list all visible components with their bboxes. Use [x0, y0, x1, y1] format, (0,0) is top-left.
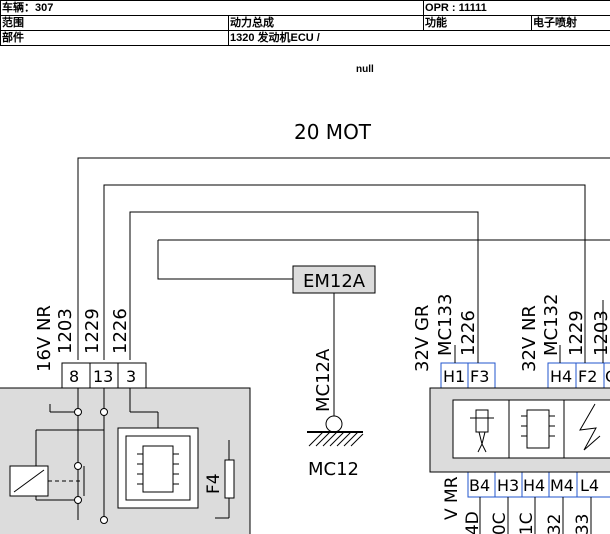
left-wire-label-3: 1229 — [82, 308, 103, 354]
bottom-pin-1: B4 — [469, 476, 490, 495]
bottom-wire-label-4: 01C — [517, 512, 537, 534]
ground-icon — [307, 431, 364, 447]
bottom-wire-label-2: 04D — [463, 511, 483, 534]
right2-pin-2: F2 — [578, 367, 597, 386]
right2-pin-3: G — [605, 367, 610, 386]
right1-wire-label-2: MC133 — [435, 294, 456, 356]
left-wire-label-4: 1226 — [110, 308, 131, 354]
wire-1226 — [129, 211, 479, 360]
right1-wire-label-3: 1226 — [458, 310, 479, 356]
part-label: 部件 — [0, 30, 229, 46]
wire-em12a-left — [157, 240, 293, 280]
injector-icon — [470, 409, 494, 453]
right1-wire-label-1: 32V GR — [412, 305, 433, 372]
bottom-wire-label-3: 00C — [490, 512, 510, 534]
left-wire-label-1: 16V NR — [34, 305, 55, 372]
bottom-pin-2: H3 — [497, 476, 519, 495]
ground-wire-label: MC12A — [313, 348, 334, 412]
wire-1229 — [103, 184, 586, 360]
bottom-pin-5: L4 — [580, 476, 599, 495]
left-pin-1: 8 — [69, 367, 79, 386]
part-value: 1320 发动机ECU / — [227, 30, 610, 46]
left-wire-label-2: 1203 — [55, 308, 76, 354]
splice-label: EM12A — [303, 271, 366, 292]
left-pin-3: 3 — [126, 367, 136, 386]
right2-wire-label-1: 32V NR — [519, 305, 540, 372]
function-value: 电子喷射 — [531, 15, 610, 31]
bottom-wire-label-5: 132 — [545, 514, 565, 534]
bottom-pin-4: M4 — [550, 476, 574, 495]
fuse-label: F4 — [204, 473, 224, 494]
right1-pin-2: F3 — [470, 367, 489, 386]
info-header: 车辆：307 OPR : 11111 范围 动力总成 功能 电子喷射 部件 13… — [0, 0, 610, 46]
bottom-pin-3: H4 — [523, 476, 545, 495]
chip-icon — [521, 415, 555, 437]
ground-label: MC12 — [308, 459, 359, 480]
right2-wire-label-4: 1203 — [591, 310, 610, 356]
diagram-title: 20 MOT — [294, 120, 372, 144]
lightning-icon — [579, 403, 601, 451]
left-pin-2: 13 — [93, 367, 113, 386]
null-note: null — [356, 64, 374, 75]
splice-em12a — [292, 265, 376, 294]
right2-pin-1: H4 — [550, 367, 572, 386]
wire-1203 — [77, 157, 610, 360]
right2-wire-label-2: MC132 — [541, 294, 562, 356]
bottom-wire-label-1: V MR — [442, 476, 462, 520]
right2-wire-label-3: 1229 — [566, 310, 587, 356]
bottom-wire-label-6: 133 — [573, 514, 593, 534]
right1-pin-1: H1 — [443, 367, 465, 386]
